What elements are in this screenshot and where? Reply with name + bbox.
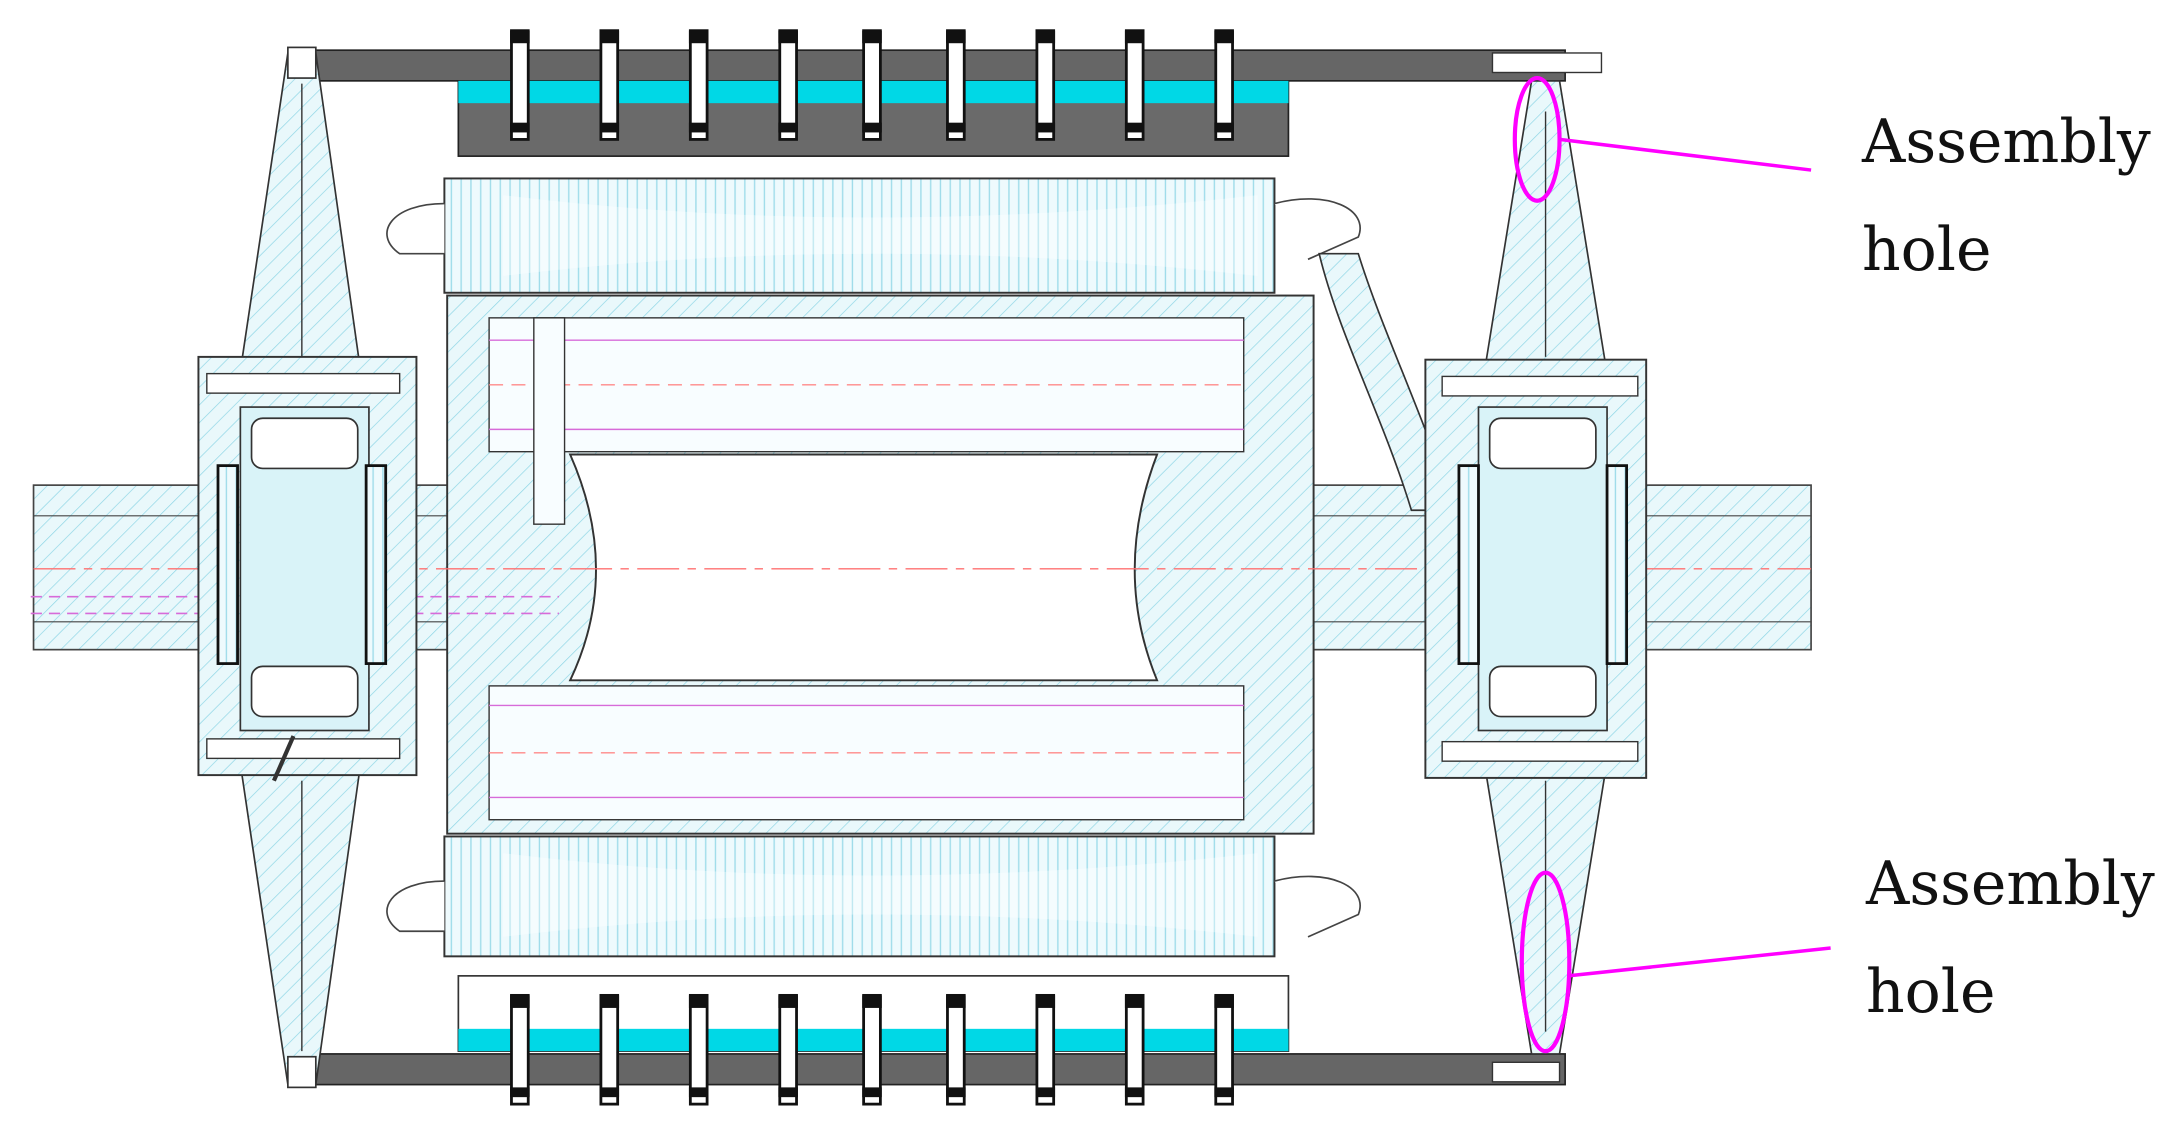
label-line-1: Assembly [1862, 107, 2151, 177]
bearing-left [216, 406, 388, 782]
stator-winding-top [386, 177, 1361, 294]
assembly-hole-callout-top [1512, 75, 1812, 203]
magnet-bolts-top [510, 29, 1234, 141]
rotor-hollow [568, 453, 1159, 682]
label-line-2: hole [1862, 215, 1992, 285]
assembly-hole-label-bottom: Assembly hole [1866, 830, 2155, 1046]
assembly-hole-label-top: Assembly hole [1862, 88, 2151, 304]
magnet-bolts-bottom [510, 993, 1234, 1106]
rotor-core [30, 294, 1315, 835]
bearing-right [1457, 406, 1629, 732]
assembly-hole-callout-bottom [1519, 870, 1831, 1054]
label-line-2: hole [1866, 957, 1996, 1027]
label-line-1: Assembly [1866, 849, 2155, 919]
stator-winding-bottom [386, 835, 1361, 958]
